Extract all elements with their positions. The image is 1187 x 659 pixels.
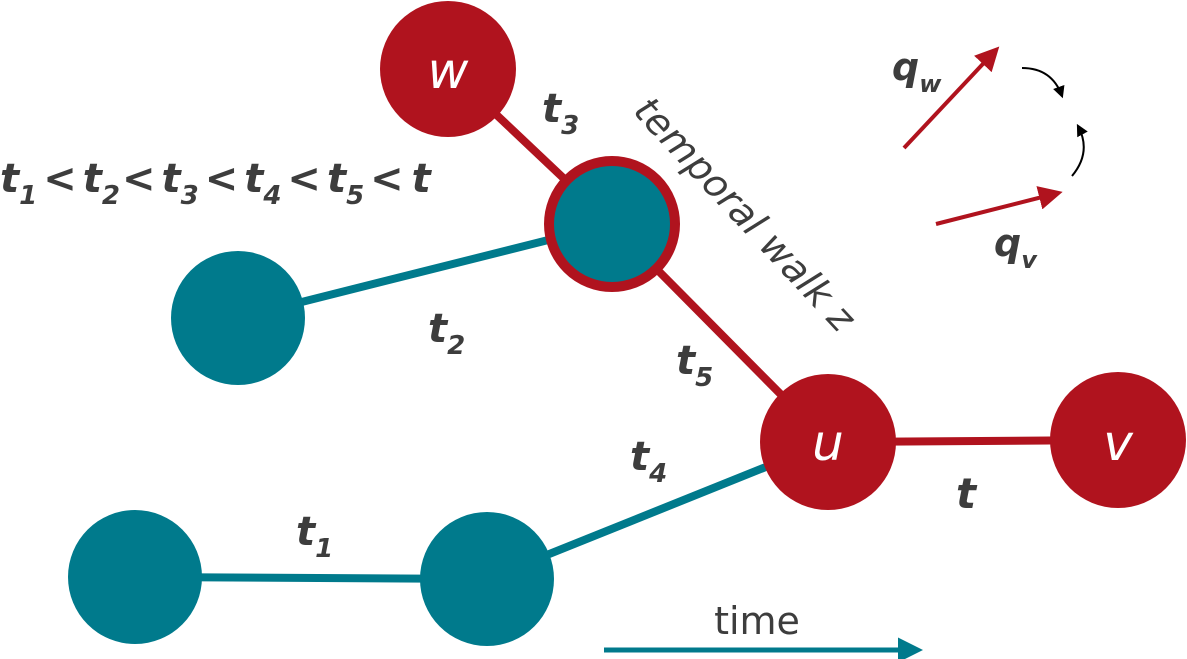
edge-label-t5: t5: [676, 338, 713, 393]
node-left-bottom: [68, 510, 202, 644]
node-v-label: v: [1103, 414, 1134, 472]
edge-label-t: t: [956, 469, 978, 518]
node-walk-center: [544, 156, 680, 292]
edge-label-t4: t4: [630, 434, 667, 489]
vector-qw-arrow: [902, 46, 1000, 150]
rotation-arrow-bottom: [1071, 123, 1088, 177]
edge-label-t1: t1: [296, 509, 333, 564]
node-middle-bottom: [420, 512, 554, 646]
node-w: [380, 1, 516, 137]
edge-label-t2: t2: [428, 306, 465, 361]
ordering-label: t1<t2<t3<t4<t5<t: [0, 156, 433, 211]
node-u: [760, 374, 896, 510]
node-left-middle: [171, 251, 305, 385]
vector-qv-arrow: [935, 186, 1063, 226]
node-u-label: u: [812, 414, 844, 472]
node-v: [1050, 372, 1186, 508]
node-w-label: w: [428, 42, 469, 100]
edge-label-t3: t3: [542, 86, 579, 141]
rotation-arrow-top: [1021, 67, 1065, 99]
vector-qv-label: qv: [994, 221, 1038, 274]
vector-qw-label: qw: [892, 45, 942, 98]
time-label: time: [714, 599, 800, 643]
